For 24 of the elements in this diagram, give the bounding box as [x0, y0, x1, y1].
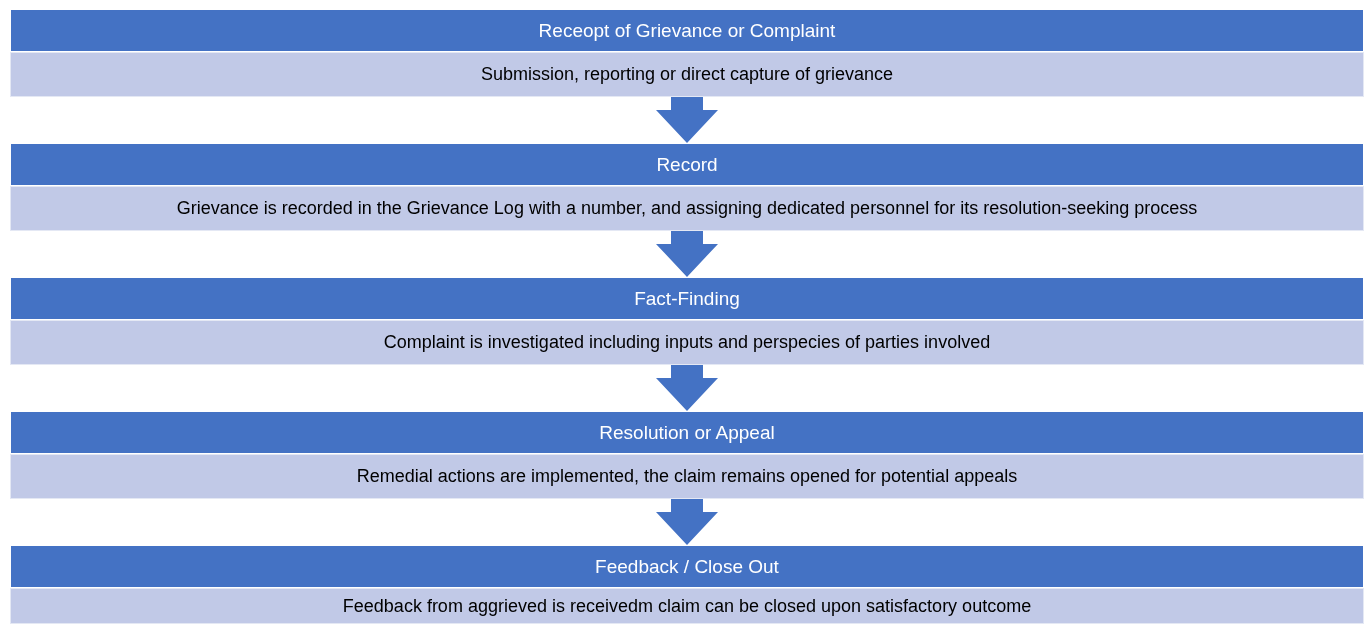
stage-header-bar [10, 277, 1364, 320]
stage-description-bar [10, 320, 1364, 365]
stage-description-bar [10, 588, 1364, 624]
stage-description-bar [10, 454, 1364, 499]
stage-header-bar [10, 411, 1364, 454]
block-arrow [656, 499, 718, 545]
stage-header-bar [10, 143, 1364, 186]
stage-description: Submission, reporting or direct capture of grievance [480, 64, 894, 85]
stage-description: Feedback from aggrieved is receivedm claim can be closed upon satisfactory outcome [342, 595, 1032, 617]
stage-title: Resolution or Appeal [599, 421, 775, 444]
block-arrow [656, 231, 718, 277]
stage-title: Receopt of Grievance or Complaint [538, 19, 836, 42]
stage-description-bar [10, 52, 1364, 97]
stage-header-bar [10, 545, 1364, 588]
stage-header-bar [10, 9, 1364, 52]
stage-description: Complaint is investigated including inputs and perspecies of parties involved [383, 332, 991, 353]
block-arrow [656, 365, 718, 411]
stage-description: Remedial actions are implemented, the claim remains opened for potential appeals [356, 466, 1018, 487]
block-arrow [656, 97, 718, 143]
stage-title: Record [656, 153, 718, 176]
stage-title: Feedback / Close Out [595, 555, 779, 578]
stage-title: Fact-Finding [634, 287, 740, 310]
stage-description-bar [10, 186, 1364, 231]
stage-description: Grievance is recorded in the Grievance Log with a number, and assigning dedicated personnel for its resolution-seeking process [176, 198, 1198, 219]
